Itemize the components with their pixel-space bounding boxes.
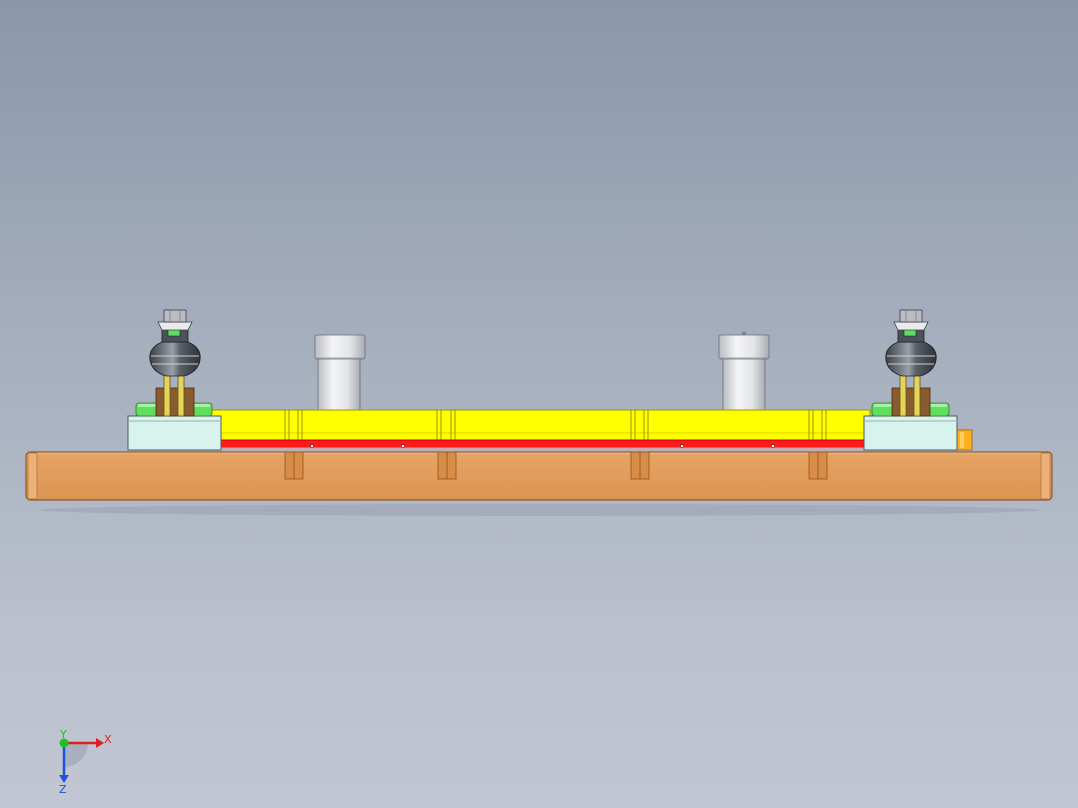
coordinate-triad: X Y Z bbox=[59, 728, 112, 795]
die-block[interactable] bbox=[209, 409, 871, 441]
nitrogen-spring-right[interactable] bbox=[885, 309, 937, 417]
triad-y-label: Y bbox=[59, 728, 67, 741]
nitrogen-spring-left[interactable] bbox=[149, 309, 201, 417]
base-plate-slots bbox=[284, 451, 828, 480]
guide-post-right[interactable] bbox=[718, 332, 770, 412]
material-strip[interactable] bbox=[209, 439, 871, 449]
guide-block-left[interactable] bbox=[127, 402, 222, 451]
model-shadow bbox=[40, 504, 1040, 516]
stop-block[interactable] bbox=[955, 429, 973, 451]
base-plate[interactable] bbox=[25, 451, 1053, 501]
guide-block-right[interactable] bbox=[863, 402, 958, 451]
triad-x-label: X bbox=[104, 733, 112, 746]
guide-post-left[interactable] bbox=[314, 334, 366, 412]
triad-z-label: Z bbox=[59, 783, 67, 795]
